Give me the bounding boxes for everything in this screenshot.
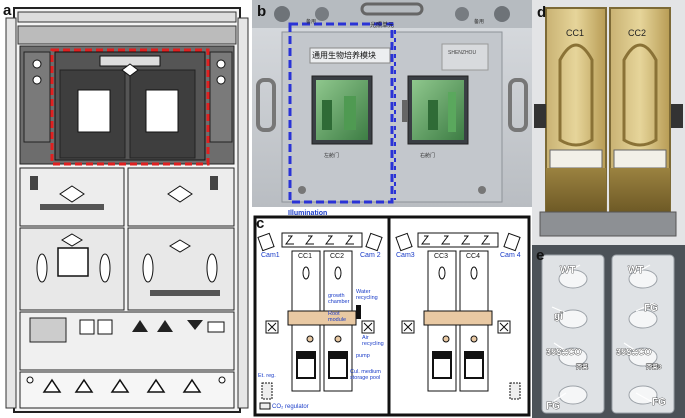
panel-c-label: c bbox=[256, 215, 265, 232]
panel-e: e WT WT gi FG 35S::CO 35S::CO 芥菜 芥菜3 FG … bbox=[532, 245, 685, 418]
rack-diagram bbox=[5, 7, 249, 413]
pump-label: pump bbox=[356, 353, 370, 359]
schematic bbox=[253, 215, 531, 417]
top-label: 光照单元 bbox=[370, 23, 395, 29]
chambers-photo bbox=[532, 0, 685, 245]
cul-medium-label: Cul. medium storage pool bbox=[350, 369, 381, 381]
cc3-label: CC3 bbox=[434, 253, 449, 260]
cc2-label: CC2 bbox=[628, 28, 647, 38]
fg-top-label: FG bbox=[644, 303, 658, 314]
co-left: 35S::CO bbox=[546, 347, 582, 357]
tag-right: 备用 bbox=[474, 19, 485, 25]
cam4-label: Cam 4 bbox=[500, 252, 521, 259]
gi-label: gi bbox=[554, 311, 563, 322]
panel-c: c bbox=[252, 207, 532, 418]
badge-text: SHENZHOU bbox=[448, 50, 477, 56]
chn-left: 芥菜 bbox=[575, 363, 589, 371]
panel-a-label: a bbox=[3, 2, 12, 19]
blue-highlight-box bbox=[288, 22, 394, 204]
door-right-label: 右舱门 bbox=[420, 153, 436, 159]
fg-left-label: FG bbox=[546, 401, 560, 412]
wt-right: WT bbox=[628, 265, 644, 276]
water-recycling-label: Water recycling bbox=[356, 289, 378, 301]
root-module-label: Root module bbox=[328, 311, 347, 323]
red-highlight-box bbox=[50, 48, 210, 166]
et-reg-label: Et. reg. bbox=[258, 373, 276, 379]
door-left-label: 左舱门 bbox=[324, 153, 340, 159]
co2-regulator-label: CO₂ regulator bbox=[272, 404, 309, 410]
module-title: 通用生物培养模块 bbox=[312, 51, 376, 60]
panel-e-label: e bbox=[536, 247, 545, 264]
module-photo bbox=[252, 0, 532, 207]
co-right: 35S::CO bbox=[616, 347, 652, 357]
cam1-label: Cam1 bbox=[261, 252, 280, 259]
fg-right-label: FG bbox=[652, 397, 666, 408]
panel-d: d CC1 CC2 bbox=[532, 0, 685, 245]
cam2-label: Cam 2 bbox=[360, 252, 381, 259]
chn-right: 芥菜3 bbox=[645, 363, 662, 371]
air-recycling-label: Air recycling bbox=[362, 335, 384, 347]
cam3-label: Cam3 bbox=[396, 252, 415, 259]
cc4-label: CC4 bbox=[466, 253, 481, 260]
root-module-right bbox=[423, 310, 493, 326]
tag-left: 备用 bbox=[306, 19, 317, 25]
panel-d-label: d bbox=[537, 4, 547, 21]
plates-photo bbox=[532, 245, 685, 418]
wt-left: WT bbox=[560, 265, 576, 276]
cc2-label: CC2 bbox=[330, 253, 345, 260]
cc1-label: CC1 bbox=[566, 28, 585, 38]
panel-b: b bbox=[252, 0, 532, 207]
panel-b-label: b bbox=[257, 3, 267, 20]
panel-a: a bbox=[0, 0, 252, 418]
growth-chamber-label: growth chamber bbox=[328, 293, 350, 305]
cc1-label: CC1 bbox=[298, 253, 313, 260]
illumination-label: Illumination bbox=[288, 210, 328, 217]
plates-labels: WT WT gi FG 35S::CO 35S::CO 芥菜 芥菜3 FG FG bbox=[546, 265, 667, 413]
